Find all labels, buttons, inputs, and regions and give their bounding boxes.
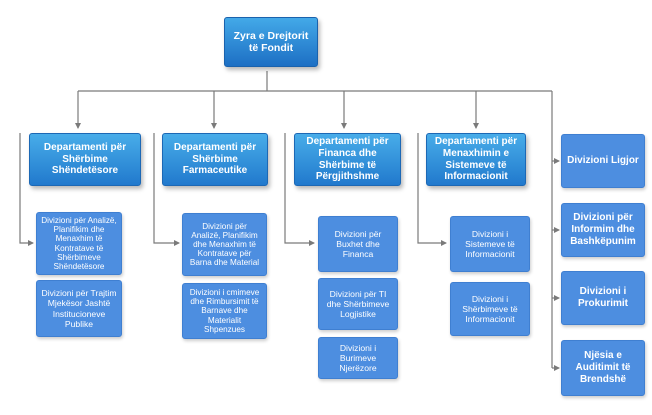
division-drug-pricing-reimbursement: Divizioni i cmimeve dhe Rimbursimit të B… xyxy=(182,283,267,339)
unit-label: Divizioni Ligjor xyxy=(567,155,639,167)
department-label: Departamenti për Menaxhimin e Sistemeve … xyxy=(434,135,518,183)
division-label: Divizioni për Trajtim Mjekësor Jashtë In… xyxy=(41,288,117,329)
department-finance-general-services: Departamenti për Financa dhe Shërbime të… xyxy=(294,133,401,186)
department-information-systems: Departamenti për Menaxhimin e Sistemeve … xyxy=(426,133,526,186)
department-label: Departamenti për Shërbime Shëndetësore xyxy=(43,141,127,177)
information-cooperation-division: Divizioni për Informim dhe Bashkëpunim xyxy=(561,203,645,257)
unit-label: Njësia e Auditimit të Brendshë xyxy=(575,350,631,385)
division-information-services: Divizioni i Shërbimeve të Informacionit xyxy=(450,282,530,336)
division-label: Divizioni për Analizë, Planifikim dhe Me… xyxy=(189,221,260,268)
division-label: Divizioni i Shërbimeve të Informacionit xyxy=(462,293,518,325)
division-external-medical-treatment: Divizioni për Trajtim Mjekësor Jashtë In… xyxy=(36,280,122,337)
division-health-contracts-analysis: Divizioni për Analizë, Planifikim dhe Me… xyxy=(36,212,122,275)
division-label: Divizioni për Analizë, Planifikim dhe Me… xyxy=(41,215,117,271)
procurement-division: Divizioni i Prokurimit xyxy=(561,271,645,325)
division-label: Divizioni për TI dhe Shërbimeve Logjisti… xyxy=(326,288,390,320)
division-label: Divizioni i cmimeve dhe Rimbursimit të B… xyxy=(189,288,260,334)
division-budget-finance: Divizioni për Buxhet dhe Financa xyxy=(318,216,398,272)
internal-audit-unit: Njësia e Auditimit të Brendshë xyxy=(561,340,645,396)
division-label: Divizioni i Burimeve Njerëzore xyxy=(339,342,377,374)
unit-label: Divizioni i Prokurimit xyxy=(577,286,628,309)
division-label: Divizioni i Sistemeve të Informacionit xyxy=(465,228,515,260)
unit-label: Divizioni për Informim dhe Bashkëpunim xyxy=(570,212,636,247)
department-pharmaceutical-services: Departamenti për Shërbime Farmaceutike xyxy=(162,133,268,186)
division-label: Divizioni për Buxhet dhe Financa xyxy=(334,228,382,260)
department-label: Departamenti për Shërbime Farmaceutike xyxy=(173,141,257,177)
department-label: Departamenti për Financa dhe Shërbime të… xyxy=(306,135,389,183)
division-drug-contracts-analysis: Divizioni për Analizë, Planifikim dhe Me… xyxy=(182,213,267,276)
division-information-systems: Divizioni i Sistemeve të Informacionit xyxy=(450,216,530,272)
department-health-services: Departamenti për Shërbime Shëndetësore xyxy=(29,133,141,186)
division-human-resources: Divizioni i Burimeve Njerëzore xyxy=(318,337,398,379)
director-office-label: Zyra e Drejtorit të Fondit xyxy=(233,29,309,54)
division-it-logistics: Divizioni për TI dhe Shërbimeve Logjisti… xyxy=(318,278,398,330)
director-office-box: Zyra e Drejtorit të Fondit xyxy=(224,17,318,67)
legal-division: Divizioni Ligjor xyxy=(561,134,645,188)
